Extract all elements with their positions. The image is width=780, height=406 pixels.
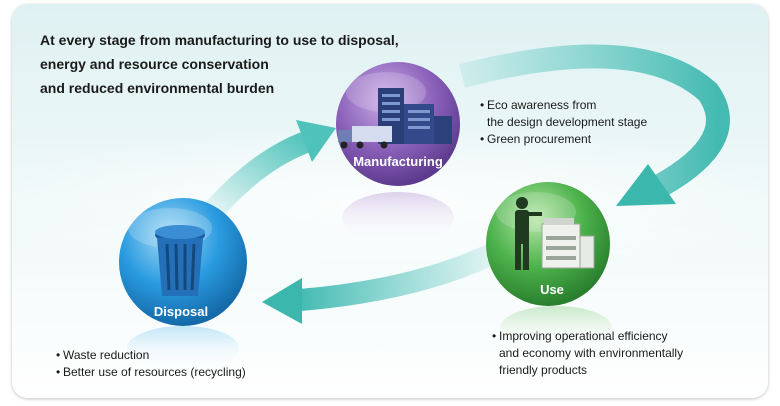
person-copier-icon	[515, 197, 595, 270]
list-item: •Better use of resources (recycling)	[56, 365, 246, 379]
headline: At every stage from manufacturing to use…	[40, 28, 399, 100]
use-label: Use	[540, 282, 564, 297]
list-item: and economy with environmentally	[499, 346, 684, 360]
arrow-disposal-to-manufacturing	[203, 120, 336, 220]
arrow-use-to-disposal	[262, 240, 505, 324]
use-notes: •Improving operational efficiency and ec…	[492, 328, 683, 379]
disposal-notes: •Waste reduction •Better use of resource…	[56, 347, 246, 381]
arrow-manufacturing-to-use	[458, 44, 730, 206]
use-reflection	[500, 306, 612, 350]
disposal-node: Disposal	[119, 198, 247, 326]
list-item: •Improving operational efficiency	[492, 329, 668, 343]
manufacturing-reflection	[342, 192, 454, 244]
disposal-label: Disposal	[154, 304, 208, 319]
list-item: friendly products	[499, 363, 588, 377]
disposal-reflection	[127, 326, 239, 370]
manufacturing-node: Manufacturing	[336, 62, 460, 186]
headline-line: and reduced environmental burden	[40, 80, 275, 96]
manufacturing-label: Manufacturing	[353, 154, 443, 169]
manufacturing-notes: •Eco awareness from the design developme…	[480, 97, 647, 148]
trash-bin-icon	[155, 225, 205, 296]
list-item: •Green procurement	[480, 132, 592, 146]
list-item: the design development stage	[487, 115, 648, 129]
list-item: •Waste reduction	[56, 348, 150, 362]
headline-line: At every stage from manufacturing to use…	[40, 32, 399, 48]
headline-line: energy and resource conservation	[40, 56, 269, 72]
list-item: •Eco awareness from	[480, 98, 597, 112]
factory-truck-icon	[338, 88, 452, 149]
use-node: Use	[486, 182, 610, 306]
